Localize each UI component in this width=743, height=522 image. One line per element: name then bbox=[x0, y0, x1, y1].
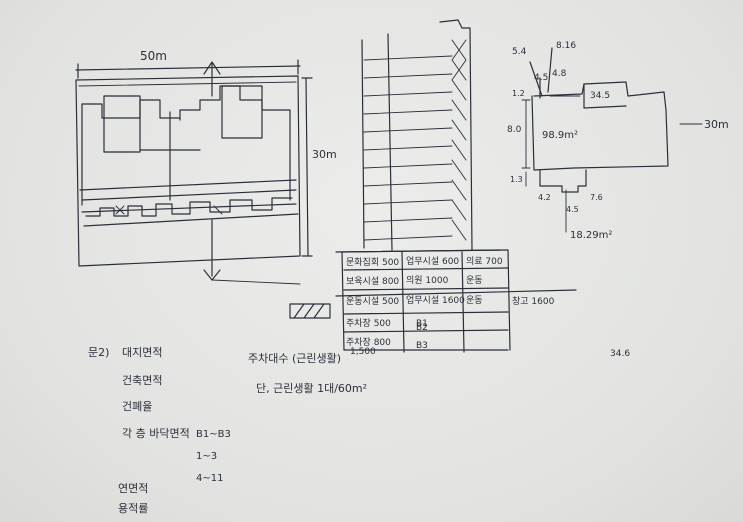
section-sketch bbox=[289, 19, 577, 353]
area-small: 18.29m² bbox=[570, 230, 612, 241]
section-table: 문화집회 500 업무시설 600 의료 700 보육시설 800 의원 100… bbox=[346, 256, 503, 357]
dim-f: 8.0 bbox=[507, 125, 522, 135]
dim-h: 4.2 bbox=[538, 193, 551, 202]
site-depth-label: 30m bbox=[312, 148, 337, 161]
table-r5c2: B2 bbox=[416, 323, 428, 333]
side-30m-label: 30m bbox=[704, 118, 729, 131]
table-r1c3: 의료 700 bbox=[466, 256, 503, 267]
table-r2c3: 운동 bbox=[466, 275, 483, 286]
range-b1-b3: B1~B3 bbox=[196, 429, 231, 440]
dim-g: 1.3 bbox=[510, 175, 523, 184]
item-building-area: 건축면적 bbox=[122, 374, 162, 387]
table-r2c2: 의원 1000 bbox=[406, 275, 449, 286]
item-coverage: 건폐율 bbox=[122, 400, 152, 413]
dim-c: 4.5 bbox=[534, 73, 548, 83]
dim-d: 4.8 bbox=[552, 69, 567, 79]
dim-k: 34.5 bbox=[590, 91, 610, 101]
table-r5c1: 주차장 800 bbox=[346, 336, 391, 348]
table-r4c2: B1 bbox=[416, 319, 428, 329]
item-site-area: 대지면적 bbox=[122, 346, 162, 359]
table-r1c1: 문화집회 500 bbox=[346, 256, 399, 268]
dim-i: 4.5 bbox=[566, 205, 579, 214]
detail-sketch bbox=[521, 47, 703, 233]
table-r1c2: 업무시설 600 bbox=[406, 256, 459, 267]
dim-e: 1.2 bbox=[512, 89, 525, 98]
range-4-11: 4~11 bbox=[196, 473, 223, 484]
table-r2c1: 보육시설 800 bbox=[346, 276, 399, 287]
area-main: 98.9m² bbox=[542, 130, 578, 141]
item-far: 용적률 bbox=[118, 502, 148, 515]
table-r3c3: 운동 bbox=[466, 295, 483, 306]
table-r3c1: 운동시설 500 bbox=[346, 296, 399, 307]
site-plan-sketch: 50m 30m bbox=[75, 49, 337, 285]
stray-number: 34.6 bbox=[610, 349, 630, 359]
dim-a: 5.4 bbox=[512, 47, 527, 57]
problem-list: 문2) 대지면적 건축면적 건폐율 각 층 바닥면적 B1~B3 1~3 4~1… bbox=[88, 346, 231, 515]
storage-label: 창고 1600 bbox=[512, 296, 555, 307]
site-width-label: 50m bbox=[140, 49, 167, 63]
dim-j: 7.6 bbox=[590, 193, 603, 202]
table-r6c1: 1,500 bbox=[350, 347, 376, 357]
note-parking: 주차대수 (근린생활) bbox=[248, 351, 341, 365]
item-gross-area: 연면적 bbox=[118, 482, 148, 495]
item-floor-area: 각 층 바닥면적 bbox=[122, 427, 190, 440]
table-r4c1: 주차장 500 bbox=[346, 317, 391, 329]
dim-b: 8.16 bbox=[556, 41, 576, 51]
table-r6c2: B3 bbox=[416, 341, 428, 351]
problem-heading: 문2) bbox=[88, 346, 109, 359]
table-r3c2: 업무시설 1600 bbox=[406, 295, 465, 306]
range-1-3: 1~3 bbox=[196, 451, 217, 462]
note-parking-rule: 단, 근린생활 1대/60m² bbox=[256, 381, 367, 395]
